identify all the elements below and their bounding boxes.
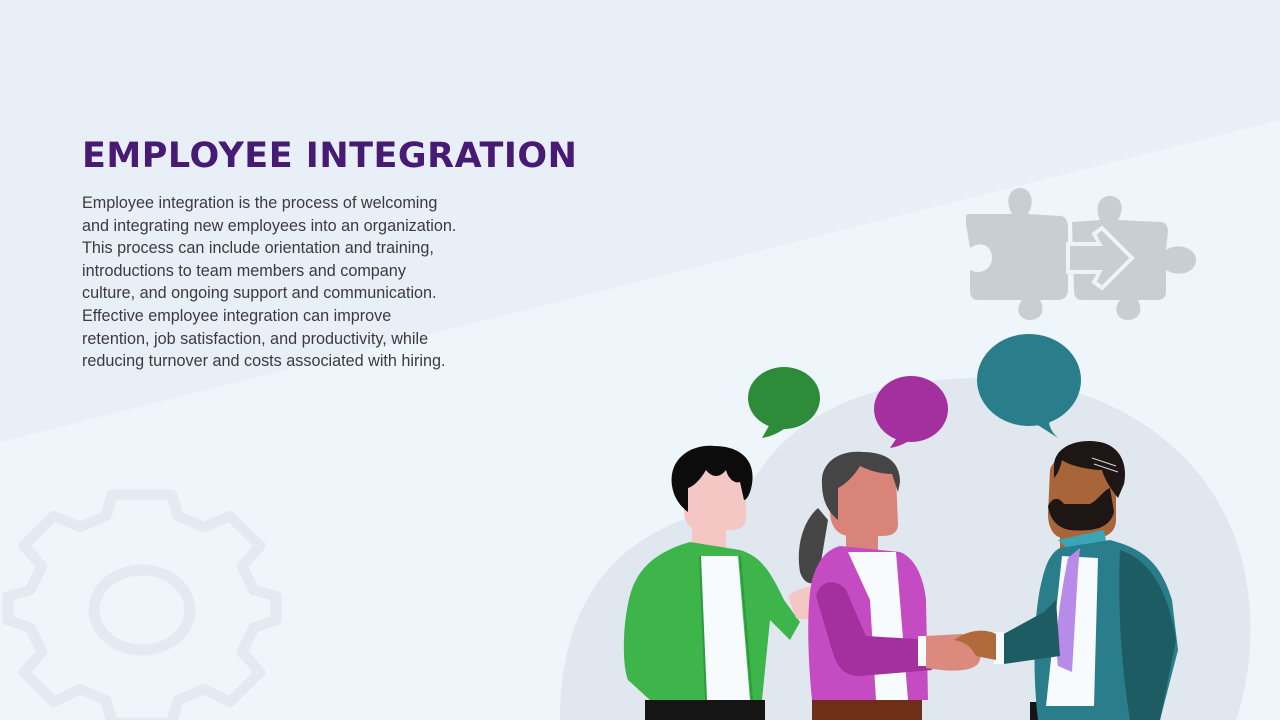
description-paragraph: Employee integration is the process of w… — [82, 192, 502, 373]
description-line: reducing turnover and costs associated w… — [82, 352, 446, 371]
description-line: Employee integration is the process of w… — [82, 194, 438, 212]
description-line: retention, job satisfaction, and product… — [82, 329, 429, 348]
description-line: introductions to team members and compan… — [82, 261, 406, 280]
page-title: EMPLOYEE INTEGRATION — [82, 136, 578, 176]
description-line: and integrating new employees into an or… — [82, 216, 457, 235]
description-line: This process can include orientation and… — [82, 239, 434, 258]
description-line: culture, and ongoing support and communi… — [82, 284, 437, 303]
description-line: Effective employee integration can impro… — [82, 306, 392, 325]
